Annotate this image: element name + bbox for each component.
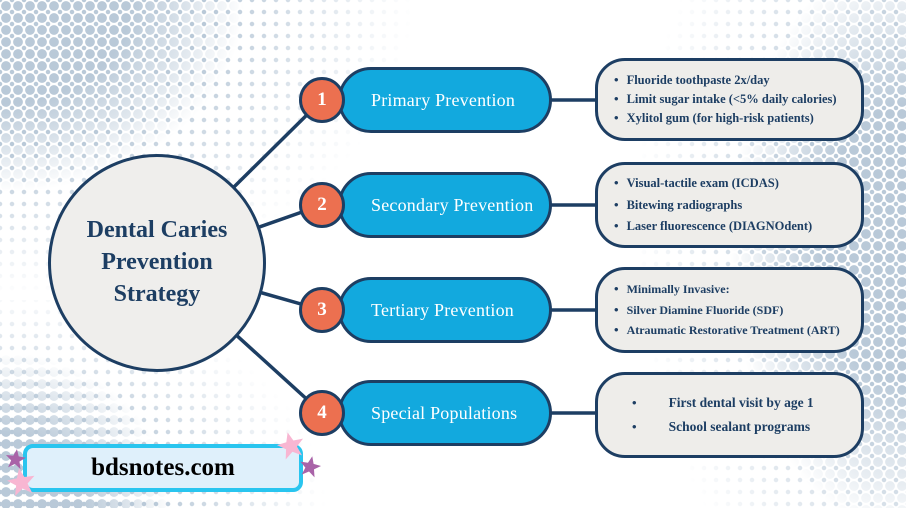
detail-item: Xylitol gum (for high-risk patients) — [614, 110, 837, 127]
badge-number: 3 — [317, 299, 327, 320]
badge-number: 4 — [317, 402, 327, 423]
branch-pill-primary-prevention: Primary Prevention — [338, 67, 552, 133]
branch-pill-tertiary-prevention: Tertiary Prevention — [338, 277, 552, 343]
branch-pill-secondary-prevention: Secondary Prevention — [338, 172, 552, 238]
detail-item: Visual-tactile exam (ICDAS) — [614, 175, 812, 192]
branch-pill-label: Secondary Prevention — [371, 194, 534, 215]
central-node-title-line: Dental Caries — [86, 217, 228, 244]
detail-box-secondary-prevention: Visual-tactile exam (ICDAS) Bitewing rad… — [595, 162, 864, 248]
detail-list: Fluoride toothpaste 2x/day Limit sugar i… — [614, 69, 837, 130]
branch-number-badge-2: 2 — [299, 182, 345, 228]
detail-item: Minimally Invasive: — [614, 281, 840, 298]
watermark-text: bdsnotes.com — [91, 454, 235, 481]
detail-item: Bitewing radiographs — [614, 197, 812, 214]
branch-pill-label: Primary Prevention — [371, 89, 516, 110]
detail-item: Limit sugar intake (<5% daily calories) — [614, 91, 837, 108]
detail-item: Fluoride toothpaste 2x/day — [614, 72, 837, 89]
detail-item: Laser fluorescence (DIAGNOdent) — [614, 218, 813, 235]
detail-item: School sealant programs — [614, 418, 814, 436]
watermark-badge: bdsnotes.com — [23, 444, 303, 492]
branch-number-badge-1: 1 — [299, 77, 345, 123]
detail-item: Silver Diamine Fluoride (SDF) — [614, 302, 840, 319]
badge-number: 1 — [317, 89, 327, 110]
central-node-title-line: Strategy — [113, 280, 201, 307]
detail-box-primary-prevention: Fluoride toothpaste 2x/day Limit sugar i… — [595, 58, 864, 141]
branch-number-badge-3: 3 — [299, 287, 345, 333]
branch-number-badge-4: 4 — [299, 390, 345, 436]
branch-pill-label: Special Populations — [371, 402, 518, 423]
badge-number: 2 — [317, 194, 327, 215]
detail-list: Minimally Invasive: Silver Diamine Fluor… — [614, 278, 840, 343]
central-node: Dental Caries Prevention Strategy — [48, 154, 266, 372]
detail-list: Visual-tactile exam (ICDAS) Bitewing rad… — [614, 170, 813, 241]
branch-pill-label: Tertiary Prevention — [371, 299, 514, 320]
branch-pill-special-populations: Special Populations — [338, 380, 552, 446]
detail-list: First dental visit by age 1 School seala… — [614, 388, 814, 442]
central-node-title-line: Prevention — [101, 249, 213, 276]
detail-box-tertiary-prevention: Minimally Invasive: Silver Diamine Fluor… — [595, 267, 864, 353]
detail-item: First dental visit by age 1 — [614, 394, 814, 412]
detail-box-special-populations: First dental visit by age 1 School seala… — [595, 372, 864, 458]
detail-item: Atraumatic Restorative Treatment (ART) — [614, 322, 840, 339]
